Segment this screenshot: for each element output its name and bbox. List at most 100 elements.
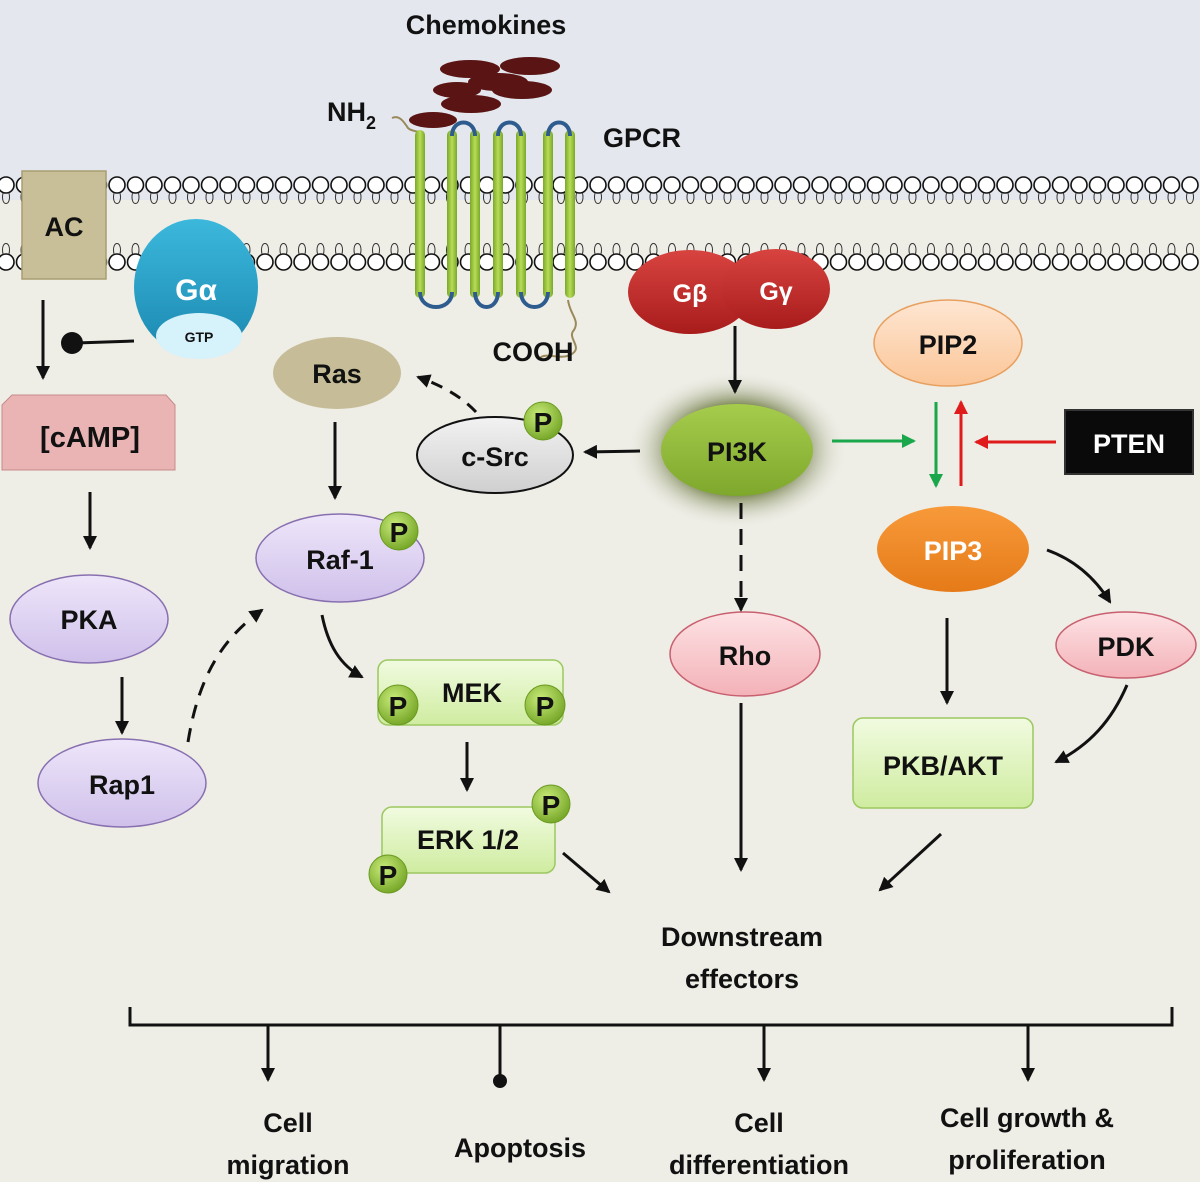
lipid-tail [705, 243, 713, 255]
lipid-tail [150, 192, 158, 204]
lipid-head [422, 253, 441, 271]
lipid-head [940, 253, 959, 271]
lipid-tail [353, 192, 362, 204]
lipid-tail [557, 192, 565, 204]
lipid-head [829, 253, 848, 271]
lipid-tail [964, 192, 972, 204]
lipid-head [1014, 176, 1033, 194]
gbeta-label: Gβ [673, 280, 708, 308]
pka-node [9, 574, 169, 664]
lipid-tail [649, 192, 658, 204]
camp-node [1, 394, 176, 471]
lipid-head [1107, 253, 1125, 271]
outcome-label-line1: Cell [734, 1108, 784, 1138]
phospho-mek-left: P [377, 684, 419, 726]
lipid-tail [298, 192, 306, 204]
lipid-tail [261, 192, 269, 204]
lipid-tail [1167, 243, 1176, 255]
intracellular-loop [418, 291, 454, 309]
lipid-tail [390, 192, 399, 204]
lipid-tail [927, 243, 935, 255]
lipid-tail [594, 192, 602, 204]
phospho-label: P [542, 790, 561, 821]
transmembrane-helix [493, 130, 503, 298]
erk-label: ERK 1/2 [417, 825, 519, 855]
lipid-tail [834, 243, 843, 255]
lipid-head [1144, 253, 1162, 271]
lipid-head [848, 253, 866, 271]
gtp-node [156, 313, 242, 359]
lipid-tail [1038, 243, 1046, 255]
lipid-tail [1019, 192, 1028, 204]
pdk-label: PDK [1097, 632, 1155, 662]
arrow-akt-to-effectors [878, 832, 943, 892]
phospho-label: P [534, 407, 553, 438]
lipid-tail [649, 243, 658, 255]
lipid-head [922, 176, 940, 194]
lipid-tail [1112, 243, 1120, 255]
lipid-tail [557, 243, 565, 255]
lipid-tail [890, 192, 898, 204]
lipid-tail [1038, 192, 1046, 204]
outcome-label-line1: Cell [263, 1108, 313, 1138]
lipid-tail [261, 243, 269, 255]
lipid-head [385, 253, 404, 271]
ggamma-node [722, 249, 830, 329]
outcome-label-line1: Cell growth & [940, 1103, 1114, 1133]
lipid-head [367, 253, 385, 271]
lipid-tail [631, 192, 639, 204]
lipid-tail [594, 243, 602, 255]
lipid-tail [1056, 192, 1065, 204]
lipid-head [1051, 253, 1070, 271]
cooh-label: COOH [493, 337, 574, 367]
lipid-head [219, 176, 237, 194]
inhibition-cap [493, 1074, 507, 1088]
arrow-erk-to-effectors [562, 851, 611, 894]
lipid-tail [131, 243, 140, 255]
inhibition-cap [61, 332, 83, 354]
lipid-head [200, 176, 219, 194]
lipid-head [330, 253, 348, 271]
lipid-head [1070, 253, 1088, 271]
intracellular-loop [519, 291, 550, 309]
pathway-arrows [36, 300, 1129, 894]
lipid-head [0, 253, 15, 271]
lipid-tail [871, 192, 880, 204]
lipid-tail [113, 192, 121, 204]
chemokine-molecule [500, 57, 560, 75]
lipid-tail [372, 243, 380, 255]
cellular-outcomes: CellmigrationApoptosisCelldifferentiatio… [226, 1025, 1114, 1180]
extracellular-loop [546, 120, 572, 137]
lipid-head [1051, 176, 1070, 194]
lipid-head [385, 176, 404, 194]
lipid-head [903, 176, 922, 194]
lipid-head [626, 176, 644, 194]
transmembrane-helix [415, 130, 425, 298]
lipid-tail [242, 192, 251, 204]
lipid-head [737, 176, 755, 194]
lipid-head [1181, 253, 1199, 271]
lipid-head [163, 176, 182, 194]
lipid-tail [927, 192, 935, 204]
lipid-tail [1075, 192, 1083, 204]
lipid-tail [890, 243, 898, 255]
lipid-head [237, 176, 256, 194]
akt-label: PKB/AKT [883, 751, 1004, 781]
transmembrane-helix [447, 130, 457, 298]
intracellular-loop [473, 291, 500, 309]
lipid-head [293, 176, 311, 194]
mek-label: MEK [442, 678, 503, 708]
lipid-head [885, 253, 903, 271]
lipid-head [1033, 253, 1051, 271]
ac-label: AC [45, 212, 84, 242]
lipid-tail [483, 192, 491, 204]
nh2-label: NH2 [327, 97, 376, 133]
erk-node [381, 806, 556, 874]
pten-node [1064, 409, 1194, 475]
lipid-head [903, 253, 922, 271]
lipid-tail [908, 192, 917, 204]
outcome-label-line2: differentiation [669, 1150, 849, 1180]
phospho-label: P [379, 860, 398, 891]
lipid-tail [612, 243, 621, 255]
lipid-head [367, 176, 385, 194]
